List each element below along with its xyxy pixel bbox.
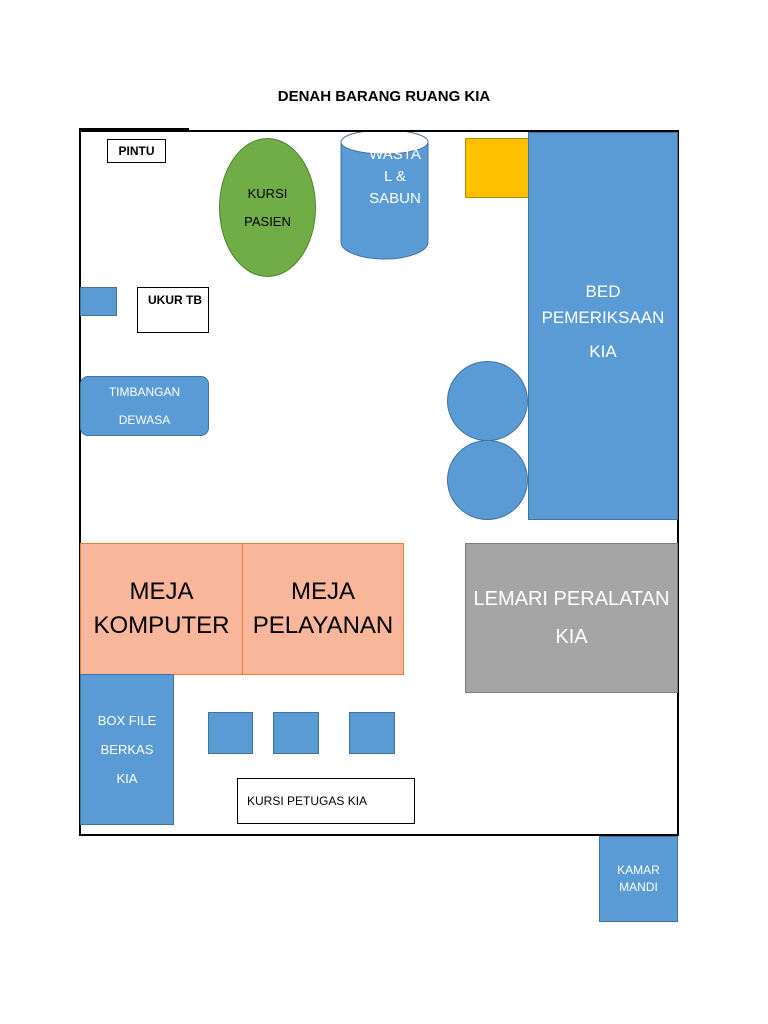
service-desk: MEJA PELAYANAN [242, 543, 404, 675]
file-box-label-3: KIA [116, 771, 138, 786]
stool-1 [447, 361, 528, 441]
height-meter-device [80, 287, 117, 316]
sink-label-1: WASTA [369, 146, 421, 163]
height-measure-label: UKUR TB [137, 287, 209, 333]
staff-chair-3 [349, 712, 395, 754]
file-box-label-2: BERKAS [100, 742, 154, 757]
patient-chair-label-1: KURSI [247, 185, 288, 201]
adult-scale: TIMBANGAN DEWASA [80, 376, 209, 436]
bathroom-label-2: MANDI [619, 880, 658, 894]
height-measure-text: UKUR TB [148, 293, 202, 307]
sink-label: WASTA L & SABUN [340, 144, 429, 210]
staff-chair-text: KURSI PETUGAS KIA [247, 794, 368, 808]
computer-desk: MEJA KOMPUTER [80, 543, 243, 675]
cabinet-label-1: LEMARI PERALATAN [473, 588, 670, 610]
bed-label-1: BED [585, 282, 621, 301]
examination-bed: BED PEMERIKSAAN KIA [528, 132, 678, 520]
door-label-text: PINTU [118, 144, 155, 158]
cabinet-label-2: KIA [555, 626, 588, 648]
bed-label-3: KIA [589, 342, 617, 361]
file-box-label-1: BOX FILE [97, 713, 157, 728]
room-outline [79, 130, 679, 836]
staff-chair-label: KURSI PETUGAS KIA [237, 778, 415, 824]
patient-chair: KURSI PASIEN [219, 138, 316, 277]
bed-label-2: PEMERIKSAAN [541, 308, 665, 327]
sink-shape [340, 132, 429, 260]
service-desk-label-2: PELAYANAN [252, 612, 394, 639]
sink-label-3: SABUN [369, 190, 421, 207]
staff-chair-2 [273, 712, 319, 754]
sink-label-2: L & [384, 168, 406, 185]
bathroom: KAMAR MANDI [599, 836, 678, 922]
computer-desk-label-1: MEJA [129, 578, 194, 605]
staff-chair-1 [208, 712, 253, 754]
door-label: PINTU [107, 139, 166, 163]
equipment-cabinet: LEMARI PERALATAN KIA [465, 543, 678, 693]
yellow-cabinet [465, 138, 529, 198]
service-desk-label-1: MEJA [290, 578, 355, 605]
patient-chair-label-2: PASIEN [244, 213, 291, 229]
page-title: DENAH BARANG RUANG KIA [277, 88, 491, 105]
stool-2 [447, 440, 528, 520]
scale-label-2: DEWASA [118, 413, 171, 427]
bathroom-label-1: KAMAR [617, 863, 660, 877]
door-line [79, 128, 189, 132]
computer-desk-label-2: KOMPUTER [93, 612, 230, 639]
file-box: BOX FILE BERKAS KIA [80, 674, 174, 825]
scale-label-1: TIMBANGAN [108, 385, 181, 399]
sink: WASTA L & SABUN [340, 132, 429, 260]
